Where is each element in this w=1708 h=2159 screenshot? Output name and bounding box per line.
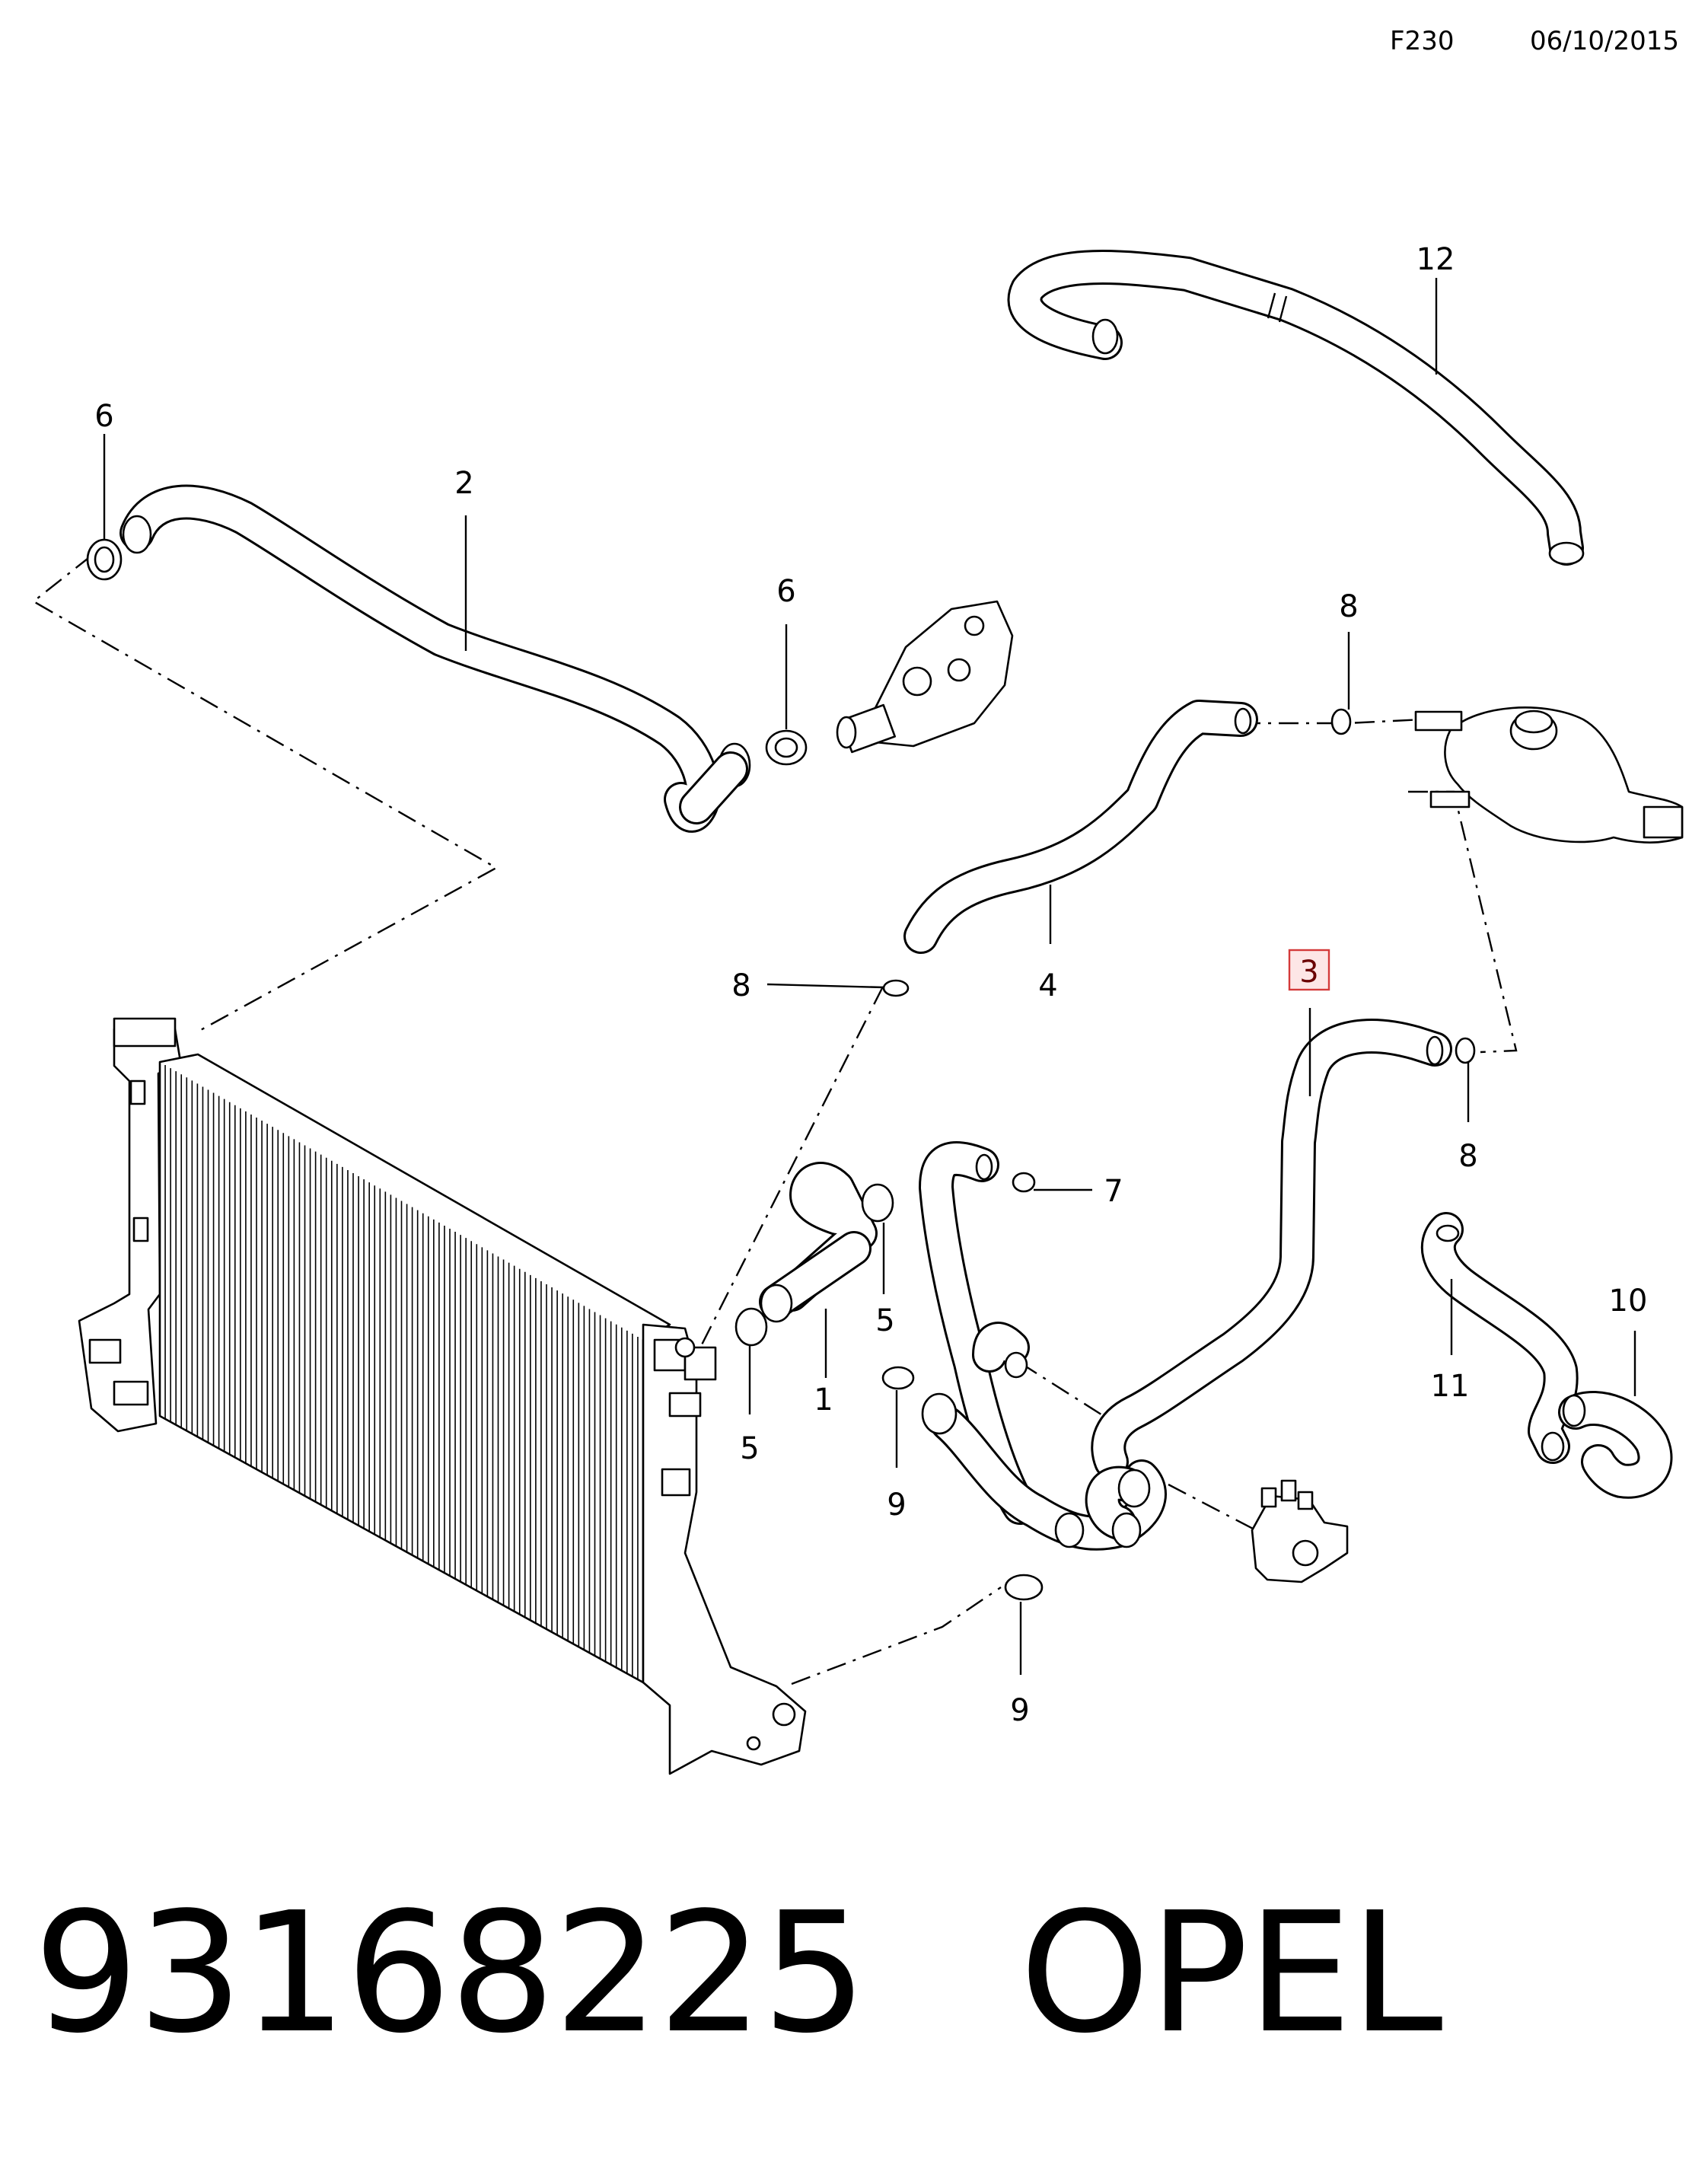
coolant-valve <box>1251 1479 1349 1583</box>
hose-2 <box>119 484 751 833</box>
clamp-6a <box>86 538 123 581</box>
footer-gap <box>866 1877 1020 2070</box>
callout-9a: 9 <box>887 1488 906 1523</box>
clamp-8c <box>1455 1037 1476 1064</box>
callout-4: 4 <box>1038 968 1057 1003</box>
hose-10 <box>1558 1391 1673 1499</box>
part-number-footer: 93168225 OPEL <box>33 1891 1443 2057</box>
callout-10: 10 <box>1609 1284 1648 1319</box>
hose-4 <box>903 700 1258 954</box>
callout-3-highlight <box>1288 949 1330 991</box>
expansion-tank <box>1414 706 1684 844</box>
radiator <box>78 1017 807 1775</box>
callout-5a: 5 <box>740 1431 759 1466</box>
callout-6a: 6 <box>94 399 113 434</box>
clamp-8a <box>1330 708 1352 735</box>
callout-8a: 8 <box>1339 589 1358 624</box>
diagram-code: F230 <box>1390 26 1455 56</box>
callout-2: 2 <box>454 466 473 501</box>
brand-name: OPEL <box>1019 1877 1442 2070</box>
callout-3: 3 <box>1299 955 1318 990</box>
thermostat-housing <box>836 600 1014 754</box>
leader-lines <box>103 278 1636 1675</box>
callout-8c: 8 <box>1458 1139 1477 1174</box>
clamp-9a <box>881 1366 915 1390</box>
clamp-7 <box>1012 1172 1036 1193</box>
callout-labels: 12 2 6 6 8 8 4 3 8 7 5 1 5 9 11 10 9 <box>94 242 1647 1728</box>
callout-6b: 6 <box>776 574 795 609</box>
hose-3 <box>1091 1019 1452 1479</box>
callout-1: 1 <box>814 1382 833 1418</box>
clamp-5a <box>735 1307 768 1347</box>
callout-12: 12 <box>1416 242 1455 277</box>
clamp-6b <box>765 729 808 766</box>
clamp-9b <box>1004 1574 1044 1601</box>
pipe-manifold <box>921 1322 1167 1551</box>
callout-11: 11 <box>1431 1369 1470 1404</box>
part-number: 93168225 <box>33 1877 868 2070</box>
clamp-5b <box>861 1183 894 1223</box>
callout-8b: 8 <box>731 968 750 1003</box>
clamp-8b <box>882 979 910 997</box>
callout-5b: 5 <box>875 1303 894 1338</box>
hose-11 <box>1420 1212 1579 1464</box>
callout-7: 7 <box>1104 1174 1123 1209</box>
callout-9b: 9 <box>1010 1693 1029 1728</box>
hose-12 <box>1007 250 1585 566</box>
hose-1 <box>759 1162 878 1323</box>
diagram-date: 06/10/2015 <box>1530 26 1679 56</box>
